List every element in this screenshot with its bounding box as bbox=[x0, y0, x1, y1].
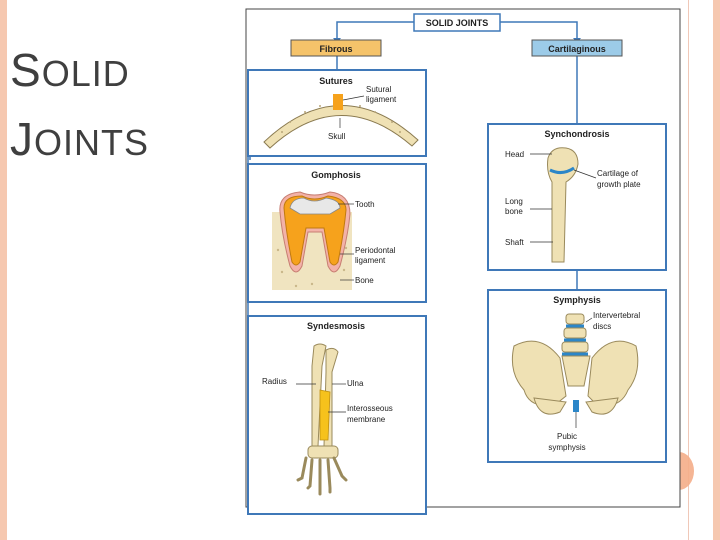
label-pubic: Pubic bbox=[557, 432, 577, 441]
right-accent-bar bbox=[713, 0, 720, 540]
label-discs: discs bbox=[593, 322, 611, 331]
label-periodontal-ligament: ligament bbox=[355, 256, 386, 265]
left-accent-bar bbox=[0, 0, 7, 540]
root-box bbox=[413, 13, 501, 32]
title-rest-1: OLID bbox=[41, 53, 130, 94]
label-long: Long bbox=[505, 197, 523, 206]
cartilaginous-label: Cartilaginous bbox=[548, 44, 606, 54]
pelvis-illustration bbox=[511, 313, 639, 415]
right-accent-line bbox=[688, 0, 689, 540]
label-head: Head bbox=[505, 150, 524, 159]
label-long-bone: bone bbox=[505, 207, 523, 216]
gomphosis-title: Gomphosis bbox=[311, 170, 361, 180]
long-bone bbox=[547, 147, 579, 263]
skull-illustration bbox=[263, 105, 419, 149]
growth-plate-cartilage bbox=[549, 166, 575, 175]
label-ulna: Ulna bbox=[347, 379, 364, 388]
sutures-title: Sutures bbox=[319, 76, 353, 86]
syndesmosis-title: Syndesmosis bbox=[307, 321, 365, 331]
label-sutural: Sutural bbox=[366, 85, 392, 94]
label-growth-plate: growth plate bbox=[597, 180, 641, 189]
fibrous-label: Fibrous bbox=[320, 44, 353, 54]
label-intervertebral: Intervertebral bbox=[593, 311, 640, 320]
root-label: SOLID JOINTS bbox=[426, 18, 489, 28]
cartilaginous-box bbox=[531, 39, 623, 57]
syndesmosis-panel bbox=[247, 315, 427, 515]
fibrous-box bbox=[290, 39, 382, 57]
slide-title: SOLID JOINTS bbox=[10, 38, 149, 176]
label-pubic-symphysis: symphysis bbox=[548, 443, 585, 452]
tooth-crown bbox=[289, 197, 341, 215]
label-radius: Radius bbox=[262, 377, 287, 386]
label-shaft: Shaft bbox=[505, 238, 524, 247]
title-rest-2: OINTS bbox=[34, 122, 150, 163]
interosseous-membrane bbox=[319, 389, 331, 441]
label-cartilage-of: Cartilage of bbox=[597, 169, 639, 178]
label-skull: Skull bbox=[328, 132, 346, 141]
bone-texture bbox=[276, 246, 348, 288]
label-interosseous: Interosseous bbox=[347, 404, 393, 413]
label-interosseous-membrane: membrane bbox=[347, 415, 386, 424]
synchondrosis-panel bbox=[487, 123, 667, 271]
label-bone: Bone bbox=[355, 276, 374, 285]
label-periodontal: Periodontal bbox=[355, 246, 396, 255]
skull-texture bbox=[281, 105, 401, 133]
synchondrosis-title: Synchondrosis bbox=[544, 129, 609, 139]
label-sutural-ligament: ligament bbox=[366, 95, 397, 104]
title-cap-1: S bbox=[10, 44, 42, 96]
title-cap-2: J bbox=[10, 113, 34, 165]
symphysis-title: Symphysis bbox=[553, 295, 601, 305]
sutural-ligament-mark bbox=[333, 94, 343, 110]
label-tooth: Tooth bbox=[355, 200, 375, 209]
